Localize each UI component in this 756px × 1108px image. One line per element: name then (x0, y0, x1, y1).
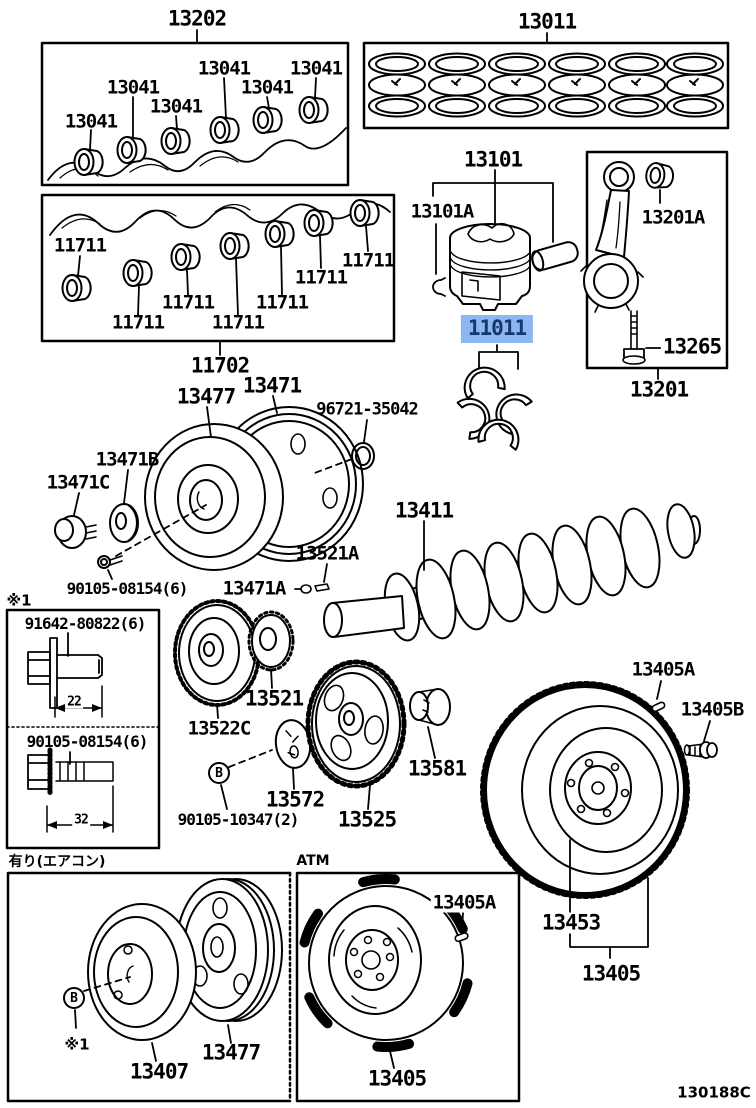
part-label-11711-1[interactable]: 11711 (53, 234, 107, 257)
piston-assembly-art (432, 169, 579, 311)
part-label-11711-4[interactable]: 11711 (211, 311, 265, 334)
part-label-11011[interactable]: 11011 (460, 315, 534, 343)
part-label-13453[interactable]: 13453 (539, 910, 603, 935)
annotation-note-atm: ATM (296, 853, 330, 869)
part-label-11711-6[interactable]: 11711 (294, 266, 348, 289)
crankshaft-art (294, 503, 701, 642)
part-label-13041-1[interactable]: 13041 (64, 110, 118, 133)
annotation-note-aircon: 有り(エアコン) (8, 854, 106, 870)
part-label-13201A[interactable]: 13201A (639, 206, 707, 229)
callout-circle-circle-b-1: B (208, 762, 230, 784)
part-label-13411[interactable]: 13411 (394, 498, 454, 523)
part-label-13471B[interactable]: 13471B (95, 448, 160, 471)
part-label-13101A[interactable]: 13101A (410, 200, 475, 223)
part-label-11711-3[interactable]: 11711 (161, 291, 215, 314)
part-label-13405-atm[interactable]: 13405 (367, 1066, 427, 1091)
part-label-90105-10347[interactable]: 90105-10347(2) (177, 810, 300, 829)
upper-bearing-box-art (40, 29, 350, 187)
part-label-13265[interactable]: 13265 (660, 334, 724, 359)
part-label-13407[interactable]: 13407 (129, 1059, 189, 1084)
part-label-13522C[interactable]: 13522C (187, 717, 252, 740)
part-label-13041-5[interactable]: 13041 (240, 76, 294, 99)
part-label-90105-08154-box[interactable]: 90105-08154(6) (26, 732, 149, 751)
atm-driveplate-box-art (295, 871, 521, 1103)
annotation-note-ref-1b: ※1 (64, 1035, 90, 1054)
part-label-13477-ac[interactable]: 13477 (201, 1040, 261, 1065)
crank-bearing-set-art (456, 344, 534, 451)
part-label-91642-80822[interactable]: 91642-80822(6) (24, 614, 147, 633)
part-label-13202[interactable]: 13202 (167, 6, 227, 31)
part-label-13405A-atm[interactable]: 13405A (430, 891, 498, 914)
part-label-11711-2[interactable]: 11711 (111, 311, 165, 334)
part-label-13471A[interactable]: 13471A (222, 577, 287, 600)
annotation-drawing-code: 130188C (677, 1083, 751, 1102)
part-label-96721-35042[interactable]: 96721-35042 (316, 399, 419, 420)
part-label-13405A-fly[interactable]: 13405A (631, 658, 696, 681)
crank-pulley-art (54, 395, 375, 580)
part-label-13572[interactable]: 13572 (265, 787, 325, 812)
aircon-pulley-box-art (6, 871, 292, 1103)
callout-circle-circle-b-2: B (63, 987, 85, 1009)
part-label-13101[interactable]: 13101 (463, 147, 523, 172)
part-label-13041-4[interactable]: 13041 (197, 57, 251, 80)
part-label-13521A[interactable]: 13521A (295, 542, 360, 565)
part-label-13405B[interactable]: 13405B (680, 698, 745, 721)
bolt-detail-box-art (5, 608, 161, 850)
part-label-13471C[interactable]: 13471C (46, 471, 111, 494)
part-label-13405-fly[interactable]: 13405 (581, 961, 641, 986)
timing-gear-art (173, 599, 451, 810)
part-label-13011[interactable]: 13011 (517, 9, 577, 34)
part-label-13477[interactable]: 13477 (176, 384, 236, 409)
part-label-11702[interactable]: 11702 (190, 353, 250, 378)
part-label-13525[interactable]: 13525 (337, 807, 397, 832)
piston-ring-box-art (362, 32, 730, 130)
annotation-note-ref-1: ※1 (6, 591, 32, 610)
part-label-90105-08154-top[interactable]: 90105-08154(6) (66, 579, 189, 598)
part-label-13041-6[interactable]: 13041 (289, 57, 343, 80)
lower-bearing-box-art (40, 193, 396, 356)
part-label-13041-2[interactable]: 13041 (106, 76, 160, 99)
annotation-dim-32: 32 (72, 812, 90, 828)
part-label-13471[interactable]: 13471 (242, 373, 302, 398)
part-label-11711-7[interactable]: 11711 (341, 249, 395, 272)
part-label-13041-3[interactable]: 13041 (149, 95, 203, 118)
part-label-13521[interactable]: 13521 (244, 686, 304, 711)
connecting-rod-box-art (580, 150, 729, 380)
part-label-13201[interactable]: 13201 (629, 377, 689, 402)
part-label-13581[interactable]: 13581 (407, 756, 467, 781)
flywheel-art (480, 680, 718, 959)
annotation-dim-22: 22 (65, 694, 83, 710)
part-label-11711-5[interactable]: 11711 (255, 291, 309, 314)
